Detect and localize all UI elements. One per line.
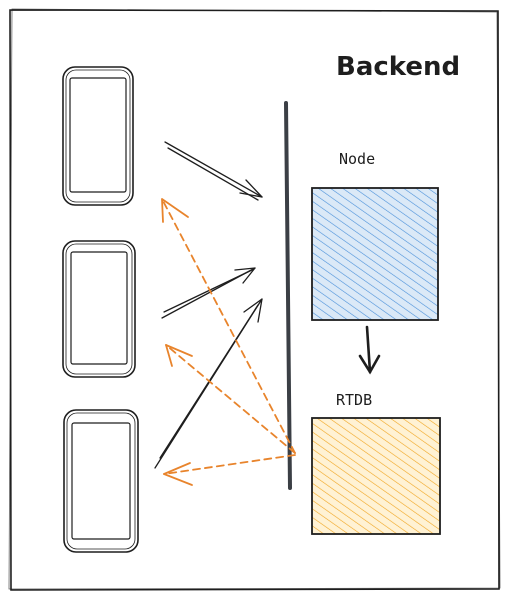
node-box <box>311 187 439 321</box>
phone-client-3 <box>63 409 139 553</box>
outer-frame <box>8 8 501 591</box>
rtdb-box <box>311 417 441 535</box>
phone-client-1 <box>62 66 134 206</box>
sync-arrowheads <box>161 198 193 486</box>
request-arrows <box>154 141 263 469</box>
phone-client-2 <box>62 240 136 378</box>
rtdb-label: RTDB <box>336 391 372 409</box>
sync-arrows <box>161 198 296 475</box>
backend-divider <box>284 101 292 490</box>
node-label: Node <box>339 150 375 168</box>
backend-title: Backend <box>336 52 460 82</box>
node-to-rtdb-arrow <box>358 325 381 375</box>
